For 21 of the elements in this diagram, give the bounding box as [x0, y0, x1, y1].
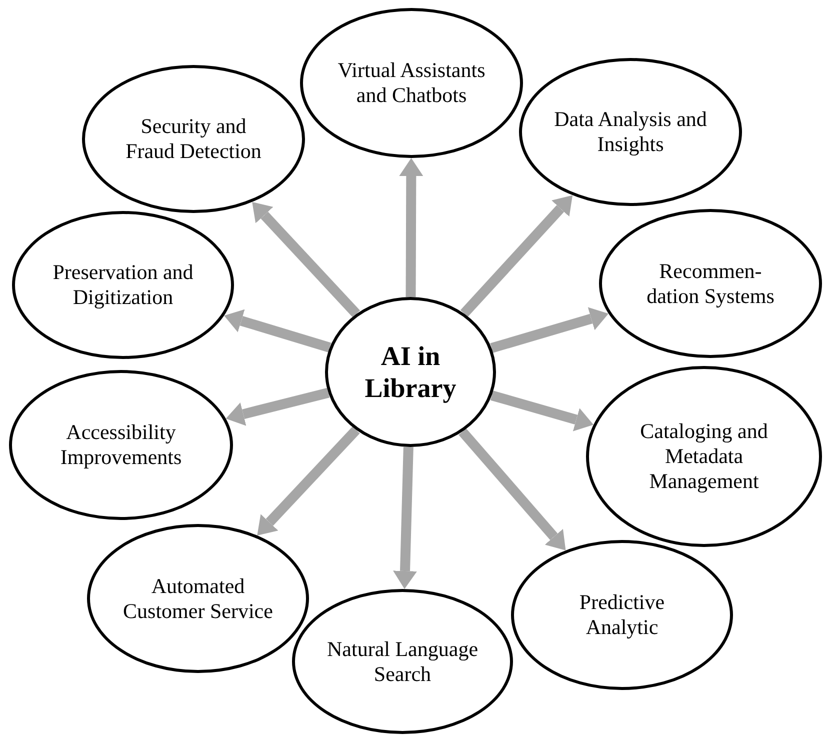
block-arrow	[399, 158, 424, 298]
block-arrow	[393, 446, 417, 589]
block-arrow	[226, 388, 330, 426]
topic-label: Automated Customer Service	[122, 574, 274, 624]
topic-label: Accessibility Improvements	[59, 420, 183, 470]
topic-label: Security and Fraud Detection	[124, 114, 262, 164]
topic-label: Preservation and Digitization	[52, 260, 194, 310]
topic-label: Natural Language Search	[327, 636, 478, 686]
block-arrow	[252, 202, 360, 318]
topic-label: Cataloging and Metadata Management	[639, 419, 769, 494]
topic-label: Virtual Assistants and Chatbots	[336, 58, 486, 108]
block-arrow	[490, 390, 594, 432]
block-arrow	[458, 428, 566, 550]
topic-label: Predictive Analytic	[578, 590, 666, 640]
block-arrow	[224, 309, 332, 352]
topic-label: Recommen- dation Systems	[646, 258, 776, 308]
block-arrow	[460, 195, 573, 317]
hub-title: AI in Library	[364, 340, 458, 404]
topic-label: Data Analysis and Insights	[554, 107, 707, 157]
block-arrow	[257, 426, 360, 536]
block-arrow	[490, 307, 608, 353]
